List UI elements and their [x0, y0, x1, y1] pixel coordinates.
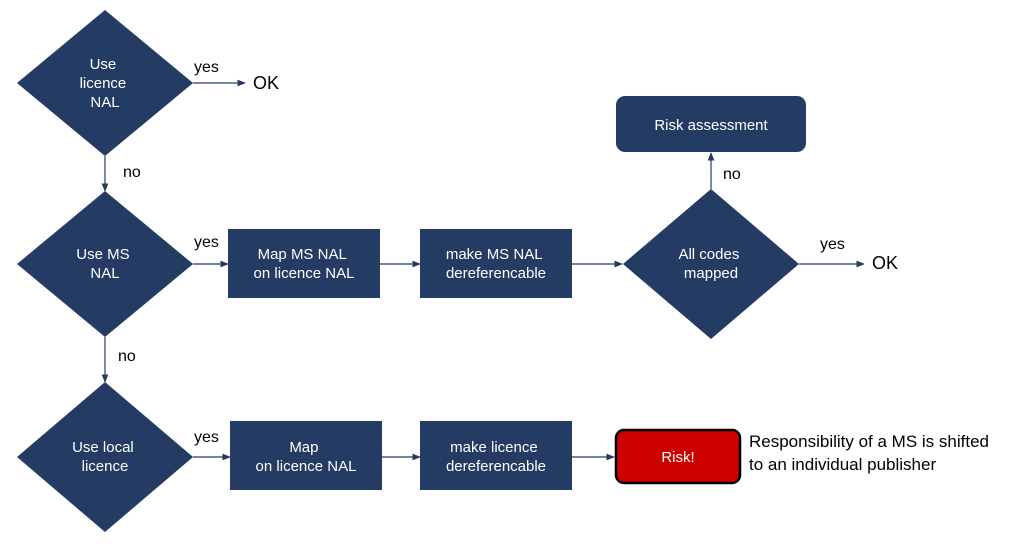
- decision-use-ms-nal-line-2: NAL: [90, 265, 119, 282]
- process-map-local-line-1: Map: [289, 439, 318, 456]
- process-risk-assessment: Risk assessment: [616, 96, 806, 152]
- decision-use-ms-nal: Use MS NAL: [17, 191, 193, 337]
- process-make-licence-dereferencable: make licence dereferencable: [420, 421, 572, 490]
- risk-note-line-2: to an individual publisher: [749, 455, 936, 474]
- decision-all-codes-mapped-line-2: mapped: [684, 265, 738, 282]
- decision-use-licence-nal-line-2: licence: [80, 75, 127, 92]
- process-map-ms-nal: Map MS NAL on licence NAL: [228, 229, 380, 298]
- process-make-ms-nal-line-2: dereferencable: [446, 265, 546, 282]
- decision-use-licence-nal-line-3: NAL: [90, 94, 119, 111]
- process-make-ms-nal-line-1: make MS NAL: [446, 246, 542, 263]
- risk-note: Responsibility of a MS is shifted to an …: [749, 432, 994, 474]
- risk-box: Risk!: [614, 428, 742, 485]
- edge-label-yes-3: yes: [194, 429, 219, 446]
- outcome-ok-2: OK: [872, 253, 898, 273]
- svg-text:Map on licence NAL: Map on licence NAL: [256, 439, 357, 475]
- edge-label-no-3: no: [723, 166, 741, 183]
- svg-text:Use licence NAL: Use licence NAL: [80, 56, 131, 111]
- edge-label-no-1: no: [123, 164, 141, 181]
- process-make-licence-line-2: dereferencable: [446, 458, 546, 475]
- decision-use-licence-nal-line-1: Use: [90, 56, 117, 73]
- decision-all-codes-mapped: All codes mapped: [623, 189, 799, 339]
- process-map-local: Map on licence NAL: [230, 421, 382, 490]
- edge-label-no-2: no: [118, 348, 136, 365]
- svg-text:make MS NAL dereferencab: make MS NAL dereferencable: [446, 246, 546, 282]
- outcome-ok-1: OK: [253, 73, 279, 93]
- decision-use-local-licence-line-1: Use local: [72, 439, 134, 456]
- svg-text:Map MS NAL on licence NA: Map MS NAL on licence NAL: [254, 246, 355, 282]
- process-map-local-line-2: on licence NAL: [256, 458, 357, 475]
- decision-use-local-licence-line-2: licence: [82, 458, 129, 475]
- edge-label-yes-2: yes: [194, 234, 219, 251]
- risk-box-label: Risk!: [661, 449, 694, 466]
- risk-note-line-1: Responsibility of a MS is shifted: [749, 432, 989, 451]
- process-make-ms-nal-dereferencable: make MS NAL dereferencable: [420, 229, 572, 298]
- decision-use-ms-nal-line-1: Use MS: [76, 246, 129, 263]
- process-make-licence-line-1: make licence: [450, 439, 538, 456]
- edge-label-yes-1: yes: [194, 59, 219, 76]
- process-map-ms-nal-line-2: on licence NAL: [254, 265, 355, 282]
- process-map-ms-nal-line-1: Map MS NAL: [258, 246, 347, 263]
- svg-text:Use MS NAL: Use MS NAL: [76, 246, 134, 282]
- process-risk-assessment-label: Risk assessment: [654, 117, 768, 134]
- svg-text:All codes mapped: All codes mapped: [678, 246, 743, 282]
- decision-use-local-licence: Use local licence: [17, 382, 193, 532]
- svg-text:make licence dereferenca: make licence dereferencable: [446, 439, 546, 475]
- svg-text:Use local licence: Use local licence: [72, 439, 138, 475]
- decision-use-licence-nal: Use licence NAL: [17, 10, 193, 156]
- edge-label-yes-4: yes: [820, 236, 845, 253]
- decision-all-codes-mapped-line-1: All codes: [678, 246, 739, 263]
